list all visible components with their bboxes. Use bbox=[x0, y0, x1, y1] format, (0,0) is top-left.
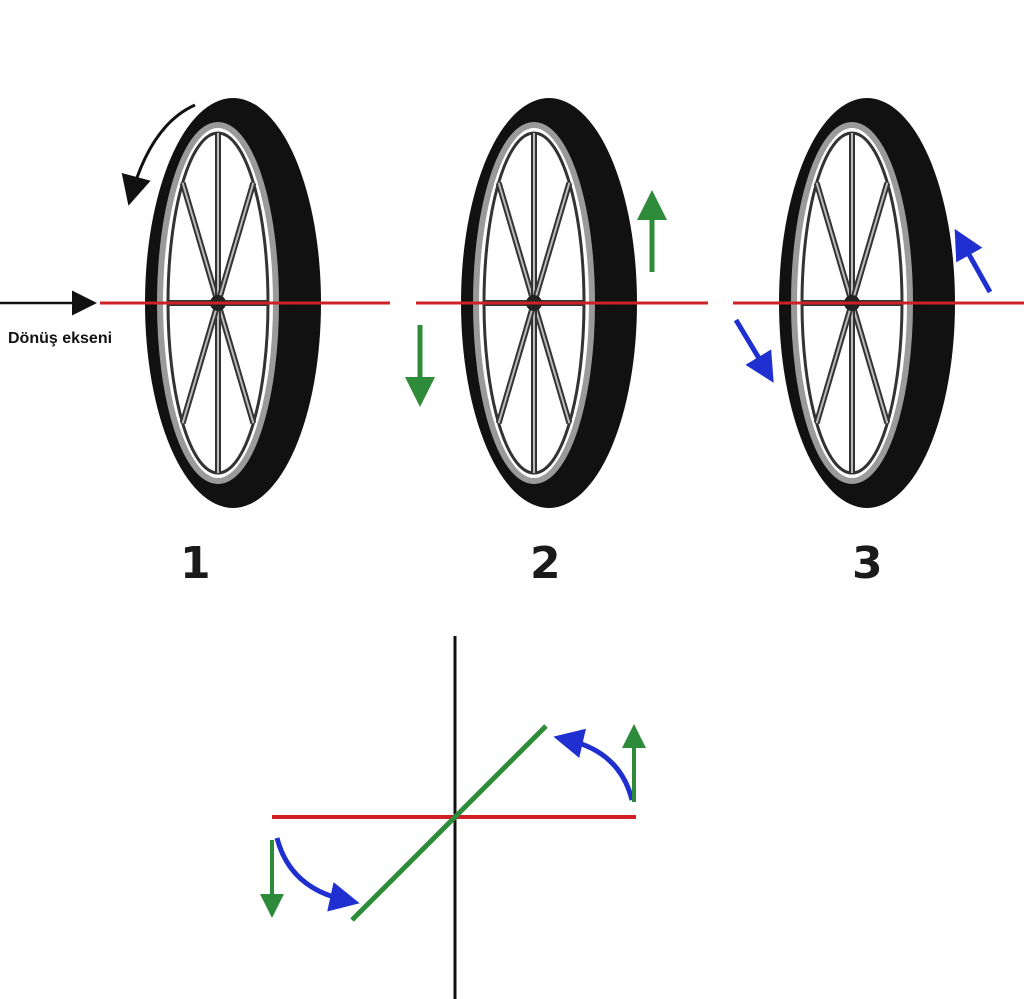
rotation-arrow-icon bbox=[121, 103, 196, 206]
spoke-highlight bbox=[533, 302, 571, 424]
bottom-diagram bbox=[260, 636, 646, 999]
blue-arrow-icon bbox=[954, 228, 993, 294]
wheel-number-3: 3 bbox=[852, 538, 883, 589]
blue-curved-arrow-icon bbox=[553, 728, 635, 801]
spoke-highlight bbox=[533, 182, 571, 304]
spoke-highlight bbox=[815, 302, 853, 424]
spoke-highlight bbox=[497, 302, 535, 424]
wheel-1 bbox=[100, 98, 390, 508]
spoke-highlight bbox=[497, 182, 535, 304]
spoke-highlight bbox=[181, 182, 219, 304]
wheel-2 bbox=[416, 98, 708, 508]
spoke-highlight bbox=[815, 182, 853, 304]
wheel-number-2: 2 bbox=[530, 538, 561, 589]
blue-curved-arrow-icon bbox=[274, 837, 360, 912]
wheel-number-1: 1 bbox=[180, 538, 211, 589]
spoke-highlight bbox=[181, 302, 219, 424]
axis-caption: Dönüş ekseni bbox=[8, 330, 113, 347]
wheel-3 bbox=[733, 98, 1024, 508]
green-tilted-line bbox=[350, 724, 548, 922]
spoke-highlight bbox=[851, 182, 889, 304]
spoke-highlight bbox=[217, 302, 255, 424]
blue-arrow-icon bbox=[733, 318, 774, 383]
spoke-highlight bbox=[851, 302, 889, 424]
spoke-highlight bbox=[217, 182, 255, 304]
